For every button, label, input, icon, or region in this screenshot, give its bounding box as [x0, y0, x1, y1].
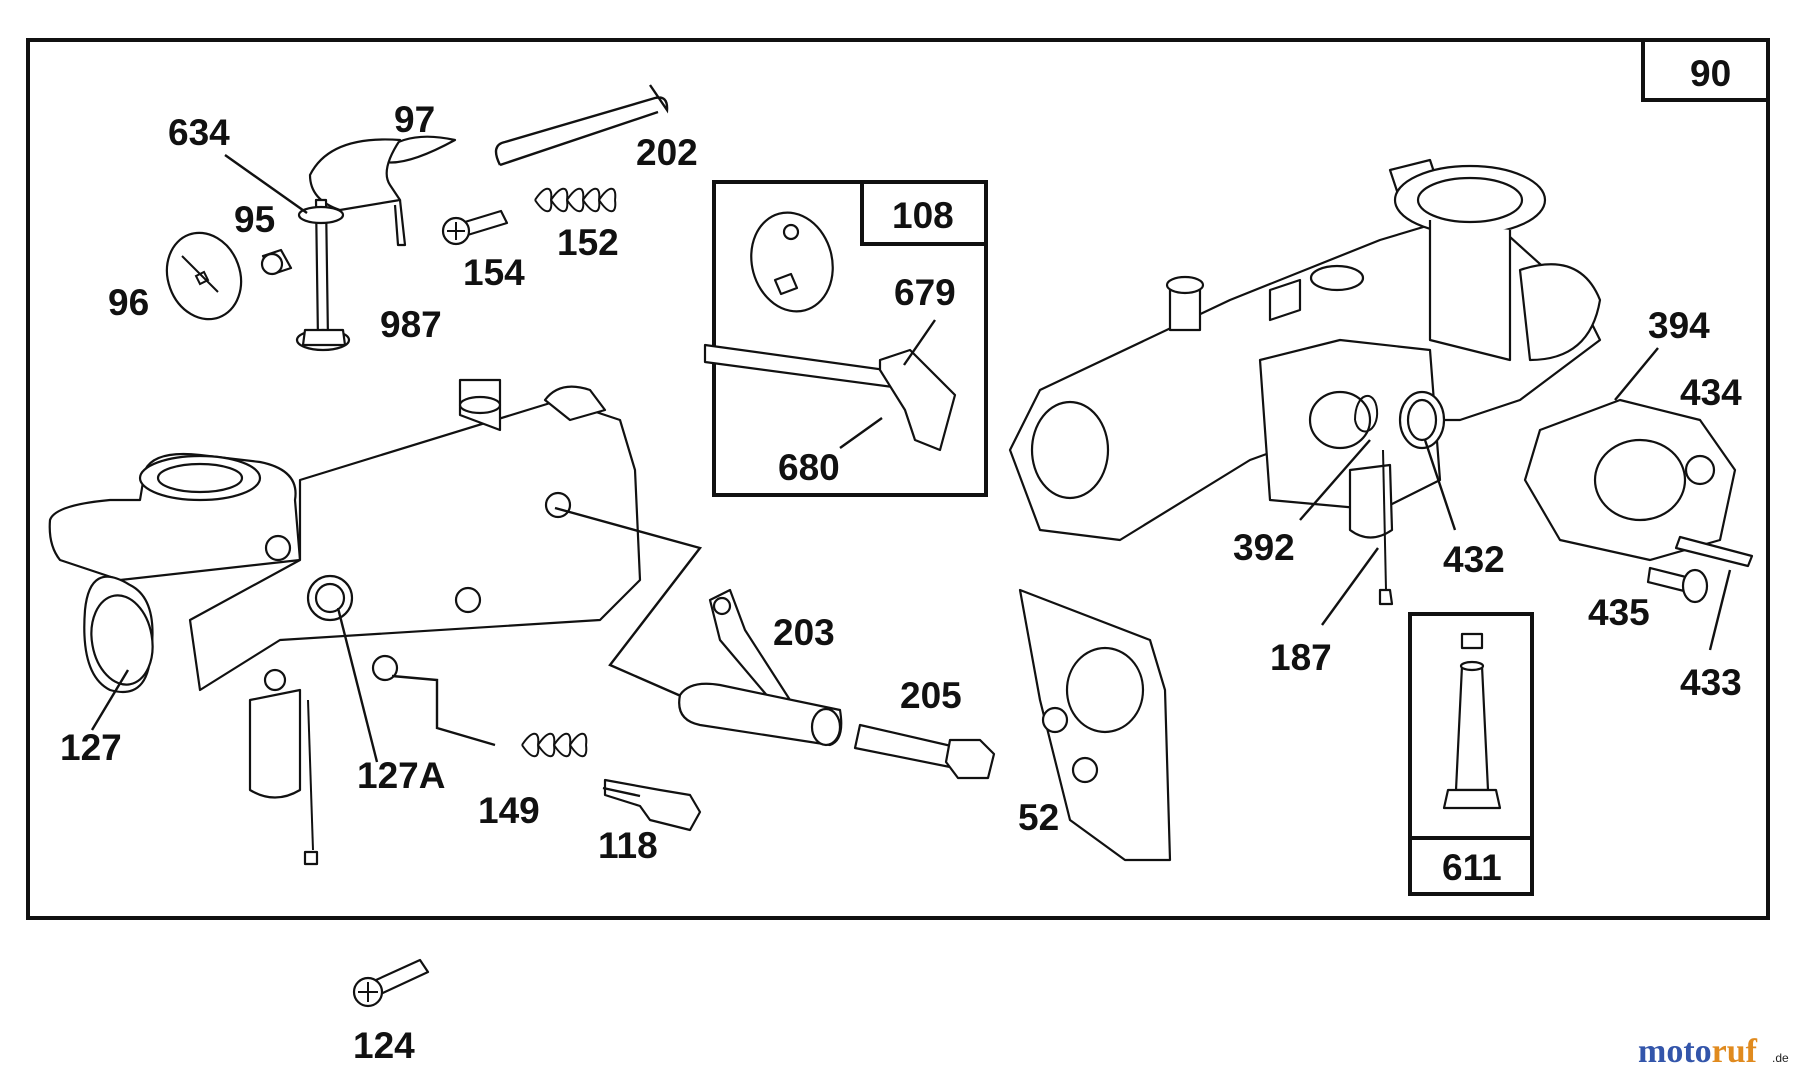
callout-679: 679: [894, 272, 956, 313]
callout-987: 987: [380, 304, 442, 345]
frame-label-box: [1641, 40, 1768, 102]
carburetor-body-left: [48, 378, 703, 866]
inset-611: 611: [1408, 612, 1534, 896]
callout-149: 149: [478, 790, 540, 831]
throttle-lever: [678, 588, 996, 780]
watermark-logo: motoruf .de: [1638, 1033, 1789, 1070]
callout-118: 118: [598, 825, 658, 866]
inset-108-label: 108: [892, 195, 954, 236]
callout-392: 392: [1233, 527, 1295, 568]
gasket: [1018, 588, 1172, 862]
callout-394: 394: [1648, 305, 1710, 346]
callout-202: 202: [636, 132, 698, 173]
carburetor-body-right: [1008, 158, 1754, 651]
callout-124: 124: [353, 1025, 415, 1066]
frame-label: 90: [1690, 53, 1731, 94]
callout-432: 432: [1443, 539, 1505, 580]
inset-108: 108: [703, 180, 988, 497]
callout-97: 97: [394, 99, 435, 140]
svg-text:.de: .de: [1772, 1051, 1789, 1065]
callout-187: 187: [1270, 637, 1332, 678]
inset-611-label: 611: [1442, 847, 1502, 888]
callout-203: 203: [773, 612, 835, 653]
callout-634: 634: [168, 112, 230, 153]
inset-108-frame: [712, 180, 988, 497]
callout-127A: 127A: [357, 755, 445, 796]
callout-127: 127: [60, 727, 122, 768]
diagram-frame: [26, 38, 1770, 920]
callout-96: 96: [108, 282, 149, 323]
screw-124: [352, 958, 430, 1008]
callout-205: 205: [900, 675, 962, 716]
callout-152: 152: [557, 222, 619, 263]
callout-434: 434: [1680, 372, 1742, 413]
callout-435: 435: [1588, 592, 1650, 633]
callout-95: 95: [234, 199, 275, 240]
callout-680: 680: [778, 447, 840, 488]
callout-52: 52: [1018, 797, 1059, 838]
spring-needle: [521, 732, 702, 832]
callout-154: 154: [463, 252, 525, 293]
svg-text:motoruf: motoruf: [1638, 1033, 1758, 1070]
inset-611-frame: [1408, 612, 1534, 896]
choke-parts: [165, 135, 457, 352]
callout-433: 433: [1680, 662, 1742, 703]
link-spring-screw: [441, 84, 669, 246]
